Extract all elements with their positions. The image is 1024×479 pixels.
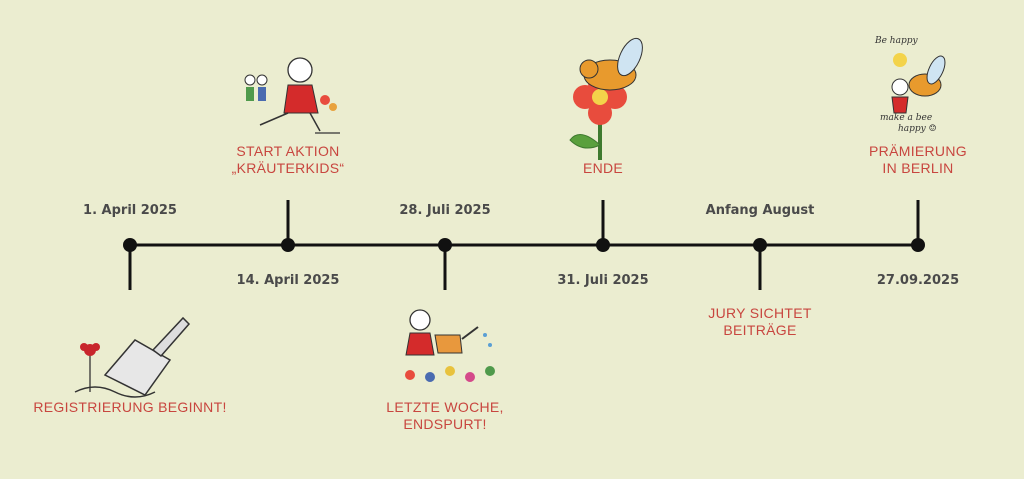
event-dot-praemierung — [911, 238, 925, 252]
note-line-3: happy ☺ — [898, 124, 937, 134]
label-registrierung: REGISTRIERUNG BEGINNT! — [33, 399, 226, 416]
label-jury-line-1: JURY SICHTET — [708, 305, 812, 321]
label-letzte-woche: LETZTE WOCHE, ENDSPURT! — [386, 399, 503, 433]
label-praemierung-line-2: IN BERLIN — [882, 160, 954, 176]
event-dot-jury — [753, 238, 767, 252]
watering-girl-illustration — [405, 309, 495, 382]
label-jury-line-2: BEITRÄGE — [723, 322, 797, 338]
date-letzte-woche: 28. Juli 2025 — [399, 203, 491, 218]
date-jury: Anfang August — [705, 203, 815, 218]
date-start-aktion: 14. April 2025 — [236, 273, 340, 288]
bee-flower-illustration — [569, 37, 643, 160]
label-praemierung-line-1: PRÄMIERUNG — [869, 143, 967, 159]
event-dot-letzte-woche — [438, 238, 452, 252]
label-registrierung-line-1: REGISTRIERUNG BEGINNT! — [33, 399, 227, 415]
label-letzte-woche-line-2: ENDSPURT! — [403, 416, 487, 432]
be-happy-note: Be happy — [875, 36, 918, 47]
be-happy-bee-illustration — [891, 53, 946, 114]
date-praemierung: 27.09.2025 — [876, 273, 960, 288]
be-happy-note-2: make a bee happy ☺ — [880, 113, 937, 135]
label-ende: ENDE — [583, 160, 623, 177]
trowel-illustration — [74, 316, 191, 398]
label-ende-line-1: ENDE — [582, 160, 624, 176]
label-jury: JURY SICHTET BEITRÄGE — [708, 305, 811, 339]
note-line-1: Be happy — [875, 36, 918, 46]
event-dot-registrierung — [123, 238, 137, 252]
label-letzte-woche-line-1: LETZTE WOCHE, — [386, 399, 504, 415]
date-registrierung: 1. April 2025 — [83, 203, 177, 218]
kids-gardening-illustration — [244, 57, 340, 134]
label-start-aktion-line-2: „KRÄUTERKIDS“ — [231, 160, 345, 176]
event-dot-ende — [596, 238, 610, 252]
label-praemierung: PRÄMIERUNG IN BERLIN — [869, 143, 967, 177]
date-ende: 31. Juli 2025 — [557, 273, 649, 288]
label-start-aktion-line-1: START AKTION — [236, 143, 340, 159]
label-start-aktion: START AKTION „KRÄUTERKIDS“ — [232, 143, 345, 177]
note-line-2: make a bee — [880, 113, 933, 123]
event-dot-start-aktion — [281, 238, 295, 252]
